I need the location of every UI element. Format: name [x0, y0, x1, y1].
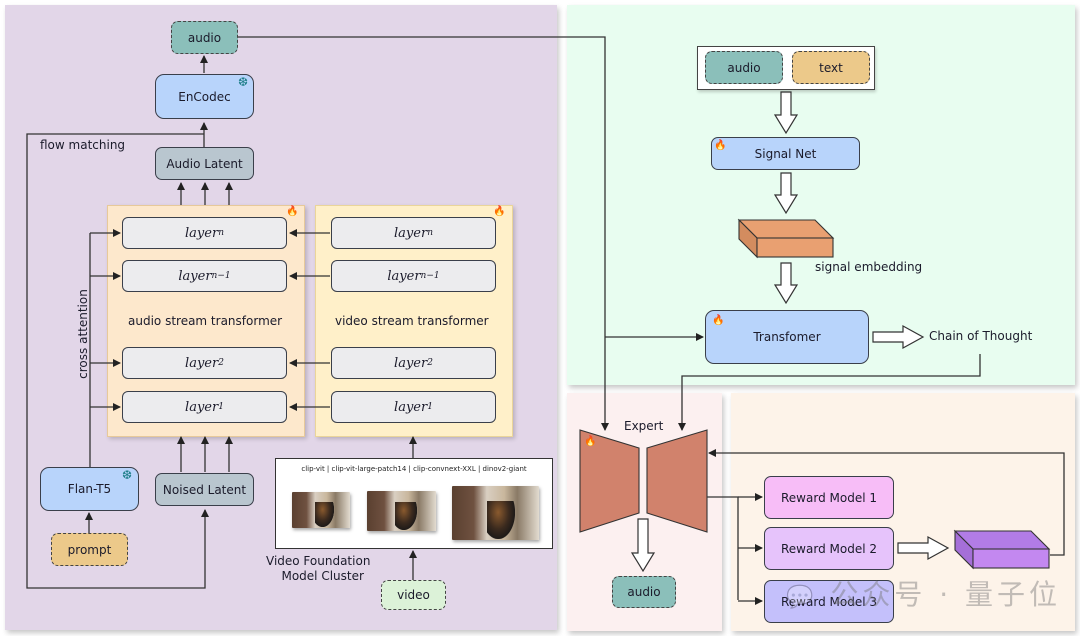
expert-audio-output-node: audio	[612, 576, 676, 608]
snowflake-icon: ❆	[122, 468, 133, 482]
flame-icon: 🔥	[584, 436, 597, 447]
video-frame-thumbnail	[452, 486, 539, 540]
reward-model-1: Reward Model 1	[764, 476, 894, 519]
snowflake-icon: ❆	[238, 75, 249, 89]
text-input-node: text	[792, 51, 870, 84]
chain-of-thought-label: Chain of Thought	[929, 329, 1033, 343]
signal-net-node: Signal Net	[711, 137, 860, 170]
flame-icon: 🔥	[714, 140, 727, 151]
video-foundation-cluster: clip-vit | clip-vit-large-patch14 | clip…	[275, 458, 553, 549]
audio-latent-node: Audio Latent	[155, 147, 254, 180]
encodec-node: EnCodec	[155, 74, 254, 119]
video-input-node: video	[381, 580, 446, 610]
prompt-node: prompt	[51, 533, 128, 566]
expert-label: Expert	[624, 419, 664, 433]
video-frame-thumbnail	[367, 491, 436, 531]
transformer-node: Transfomer	[705, 310, 869, 364]
audio-stream-title: audio stream transformer	[128, 314, 283, 328]
video-cluster-label: Video Foundation Model Cluster	[266, 554, 371, 583]
flan-t5-node: Flan-T5	[40, 467, 139, 511]
signal-embedding-label: signal embedding	[815, 260, 923, 274]
noised-latent-node: Noised Latent	[155, 473, 254, 506]
video-stream-title: video stream transformer	[335, 314, 489, 328]
cross-attention-label: cross attention	[75, 289, 90, 379]
watermark: 💬 公众号 · 量子位	[786, 578, 1062, 611]
flow-matching-label: flow matching	[40, 138, 126, 152]
audio-input-node: audio	[705, 51, 783, 84]
flame-icon: 🔥	[286, 206, 299, 217]
flame-icon: 🔥	[712, 315, 725, 326]
wechat-icon: 💬	[786, 585, 818, 610]
audio-output-node: audio	[171, 21, 238, 54]
video-model-list: clip-vit | clip-vit-large-patch14 | clip…	[301, 465, 527, 473]
video-frame-thumbnail	[292, 492, 350, 528]
reward-model-2: Reward Model 2	[764, 527, 894, 570]
flame-icon: 🔥	[493, 206, 506, 217]
reward-model-3: Reward Model 3	[764, 580, 894, 623]
